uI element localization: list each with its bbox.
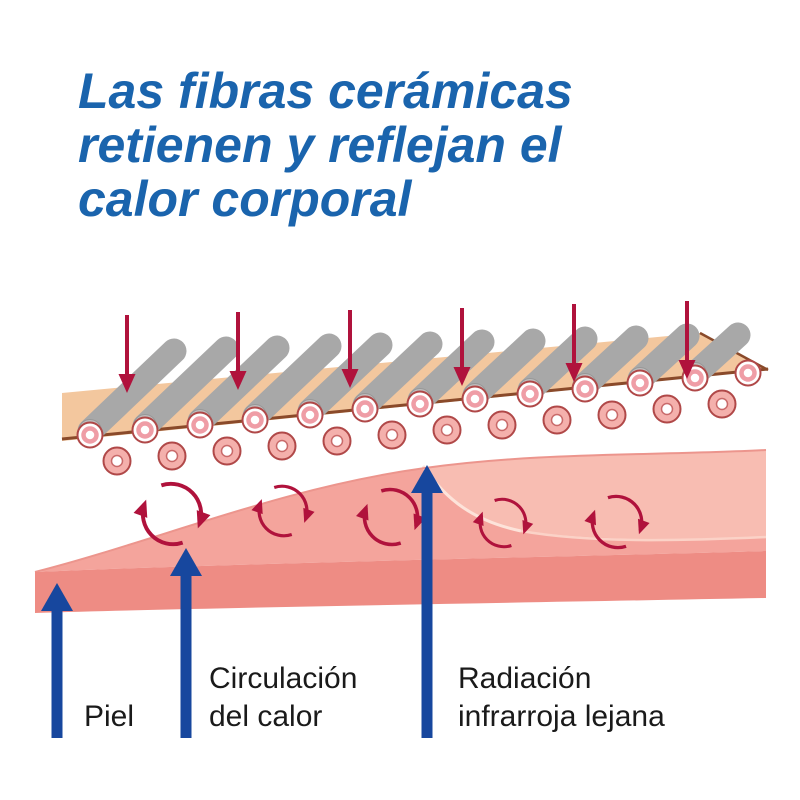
ceramic-bead	[707, 389, 737, 419]
skin-back-edge	[34, 449, 767, 573]
ceramic-bead	[573, 377, 598, 402]
fabric-weave-band	[62, 333, 768, 441]
fabric-layer	[61, 322, 769, 476]
ceramic-bead	[487, 410, 517, 440]
circulacion-label: Circulación del calor	[209, 660, 357, 736]
ceramic-bead	[157, 441, 187, 471]
page-title: Las fibras cerámicas retienen y reflejan…	[78, 64, 573, 226]
ceramic-bead	[597, 400, 627, 430]
ceramic-bead	[652, 394, 682, 424]
fiber-cylinder	[297, 332, 393, 424]
skin-front-face	[35, 551, 766, 613]
ceramic-bead	[212, 436, 242, 466]
fiber-cylinder	[77, 338, 187, 444]
ceramic-bead	[102, 446, 132, 476]
ceramic-bead	[628, 371, 653, 396]
ceramic-bead	[463, 387, 488, 412]
fiber-cylinder	[407, 329, 495, 413]
fiber-cylinder	[242, 333, 342, 429]
ceramic-bead	[408, 392, 433, 417]
pointer-arrows	[41, 465, 443, 738]
radiacion-label-line-2: infrarroja lejana	[458, 700, 665, 733]
piel-pointer-arrow	[41, 583, 73, 738]
circulacion-label-line-1: Circulación	[209, 662, 358, 695]
circulacion-pointer-arrow	[170, 548, 202, 738]
ceramic-bead	[377, 420, 407, 450]
skin-top-highlight	[425, 450, 766, 540]
title-line-1: Las fibras cerámicas	[78, 63, 573, 119]
ceramic-bead	[133, 418, 158, 443]
ceramic-bead	[432, 415, 462, 445]
circulacion-label-line-2: del calor	[209, 700, 323, 733]
title-line-2: retienen y reflejan el	[78, 117, 562, 173]
piel-label: Piel	[84, 700, 135, 733]
ceramic-bead	[353, 397, 378, 422]
title-line-3: calor corporal	[78, 171, 412, 227]
ceramic-bead	[736, 361, 761, 386]
fiber-cylinder	[462, 328, 546, 408]
ceramic-bead	[322, 426, 352, 456]
skin-layer	[34, 449, 767, 613]
radiacion-label-line-1: Radiación	[458, 662, 592, 695]
radiacion-pointer-arrow	[411, 465, 443, 738]
ceramic-bead	[188, 413, 213, 438]
radiacion-label: Radiación infrarroja lejana	[458, 660, 665, 736]
fiber-cylinder	[352, 331, 443, 418]
fiber-cylinder	[132, 336, 239, 439]
ceramic-bead	[267, 431, 297, 461]
ceramic-bead	[298, 403, 323, 428]
ceramic-bead	[542, 405, 572, 435]
ceramic-bead	[78, 423, 103, 448]
ceramic-bead	[518, 382, 543, 407]
ceramic-bead	[243, 408, 268, 433]
skin-fold-line-2	[520, 529, 767, 542]
